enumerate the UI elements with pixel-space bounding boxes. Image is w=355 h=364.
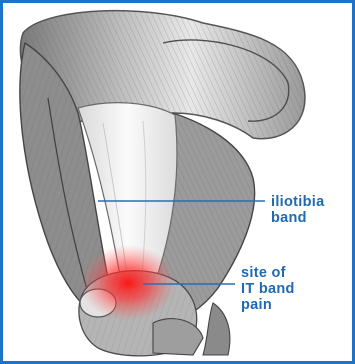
iliotibial-band-label: iliotibia band: [271, 194, 324, 226]
leg-anatomy-illustration: [3, 3, 352, 361]
pain-highlight: [80, 245, 176, 321]
pain-site-label: site of IT band pain: [241, 265, 295, 313]
